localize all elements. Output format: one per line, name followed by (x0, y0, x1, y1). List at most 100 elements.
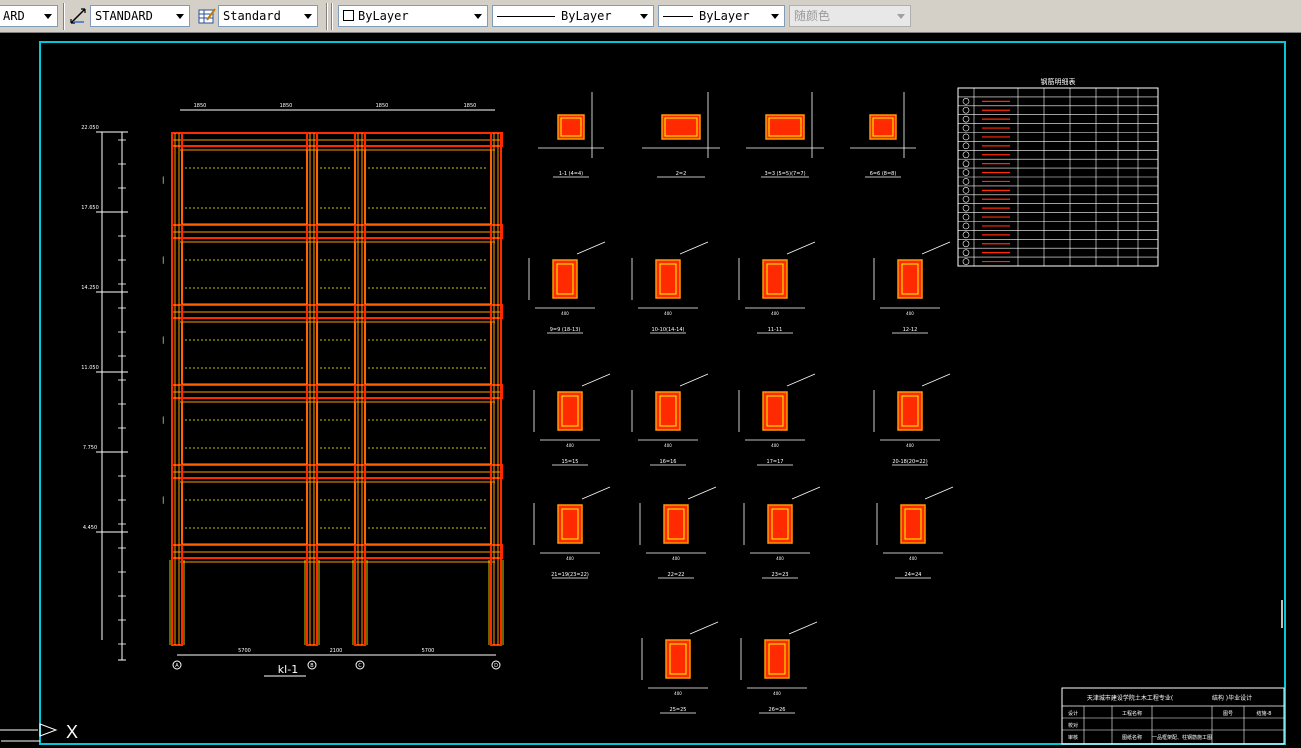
schedule-index-bubble (962, 124, 970, 132)
schedule-index-bubble (962, 142, 970, 150)
chevron-down-icon[interactable] (40, 6, 57, 26)
color-combo[interactable]: ByLayer (338, 5, 488, 27)
column-section-label: 2=2 (676, 171, 687, 177)
beam-section-stirrup (659, 263, 677, 295)
chevron-down-icon[interactable] (636, 6, 653, 26)
schedule-index-bubble (962, 222, 970, 230)
title-block-institution: 天津城市建设学院土木工程专业( (1087, 694, 1173, 702)
schedule-index-bubble (962, 213, 970, 221)
column-section-label: 1-1 (4=4) (559, 171, 583, 177)
dim-style-combo[interactable]: STANDARD (90, 5, 190, 27)
top-dim-label: 1850 (280, 103, 293, 109)
beam-section-stirrup (904, 508, 922, 540)
beam-section-stirrup (561, 395, 579, 427)
bay-outline (316, 149, 356, 225)
leader-line (921, 241, 951, 255)
leader-line (687, 486, 717, 500)
section-dim-label: 400 (771, 443, 779, 448)
leader-line (679, 241, 709, 255)
schedule-title: 钢筋明细表 (1041, 77, 1076, 86)
column-section-label: 6=6 (8=8) (870, 171, 897, 177)
section-mark: | (162, 416, 164, 424)
schedule-index-bubble (962, 106, 970, 114)
dim-style-value: STANDARD (95, 9, 153, 23)
ucs-x-label: X (66, 722, 78, 742)
grid-bubble (307, 660, 317, 670)
bay-outline (364, 149, 492, 225)
title-block-role: 校对 (1068, 722, 1078, 729)
bay-outline (181, 481, 308, 545)
dim-style-icon[interactable] (69, 6, 89, 26)
schedule-index-bubble (962, 249, 970, 256)
properties-toolbar: ARD STANDARD Standard ByLayer ByLayer By… (0, 0, 1301, 33)
section-dim-label: 400 (773, 691, 781, 696)
section-mark: | (162, 256, 164, 264)
schedule-index-bubble (962, 231, 970, 239)
title-block-sheet-no: 结施-8 (1257, 710, 1272, 717)
bay-outline (364, 321, 492, 385)
table-style-value: Standard (223, 9, 281, 23)
grid-label: A (175, 663, 179, 669)
text-style-combo[interactable]: ARD (0, 5, 58, 27)
table-style-combo[interactable]: Standard (218, 5, 318, 27)
column-section-box (869, 114, 897, 140)
grid-label: B (310, 663, 314, 669)
lineweight-value: ByLayer (699, 9, 750, 23)
title-block-sheet-label: 图号 (1223, 711, 1233, 717)
bay-outline (364, 241, 492, 305)
chevron-down-icon[interactable] (470, 6, 487, 26)
linetype-combo[interactable]: ByLayer (492, 5, 654, 27)
bay-outline (316, 481, 356, 545)
section-dim-label: 400 (906, 443, 914, 448)
table-style-icon[interactable] (197, 6, 217, 26)
beam-section-label: 9=9 (18-13) (550, 327, 581, 333)
section-dim-label: 400 (672, 556, 680, 561)
section-dim-label: 400 (909, 556, 917, 561)
bay-outline (316, 241, 356, 305)
column-section-stirrup (664, 117, 698, 137)
beam-section-stirrup (667, 508, 685, 540)
section-dim-label: 400 (674, 691, 682, 696)
column-section-stirrup (768, 117, 802, 137)
chevron-down-icon[interactable] (172, 6, 189, 26)
section-mark: | (162, 496, 164, 504)
section-mark: | (162, 336, 164, 344)
leader-line (576, 241, 606, 255)
section-dim-label: 400 (566, 443, 574, 448)
title-block-course: 结构 )毕业设计 (1212, 694, 1252, 702)
leader-line (679, 373, 709, 387)
color-value: ByLayer (358, 9, 409, 23)
chevron-down-icon[interactable] (767, 6, 784, 26)
schedule-index-bubble (962, 169, 970, 176)
bay-outline (181, 321, 308, 385)
beam-section-stirrup (771, 508, 789, 540)
text-style-value: ARD (3, 9, 25, 23)
grid-bubble (491, 660, 501, 670)
beam-section-stirrup (768, 643, 786, 675)
column-section-box (661, 114, 701, 140)
level-label: 4.450 (83, 525, 97, 531)
chevron-down-icon[interactable] (300, 6, 317, 26)
column-section-stirrup (872, 117, 894, 137)
beam-section-label: 15=15 (562, 459, 579, 465)
section-dim-label: 400 (664, 443, 672, 448)
lineweight-combo[interactable]: ByLayer (658, 5, 785, 27)
bay-outline (316, 321, 356, 385)
column-band (306, 132, 318, 646)
leader-line (791, 486, 821, 500)
column-section-label: 3=3 (5=5)(7=7) (764, 171, 805, 177)
frame-border-line (39, 41, 1286, 745)
schedule-index-bubble (962, 195, 970, 203)
section-dim-label: 400 (561, 311, 569, 316)
beam-section-label: 24=24 (905, 572, 922, 578)
section-mark: | (162, 176, 164, 184)
title-block: 天津城市建设学院土木工程专业(结构 )毕业设计设计校对审核工程名称图纸名称一品框… (1061, 687, 1285, 745)
top-dim-label: 1850 (464, 103, 477, 109)
title-block-drawing-name: 一品框架配、柱钢筋施工图 (1152, 734, 1212, 741)
beam-section-stirrup (561, 508, 579, 540)
bay-outline (181, 149, 308, 225)
level-label: 22.050 (81, 125, 99, 131)
column-section-stirrup (560, 117, 582, 137)
